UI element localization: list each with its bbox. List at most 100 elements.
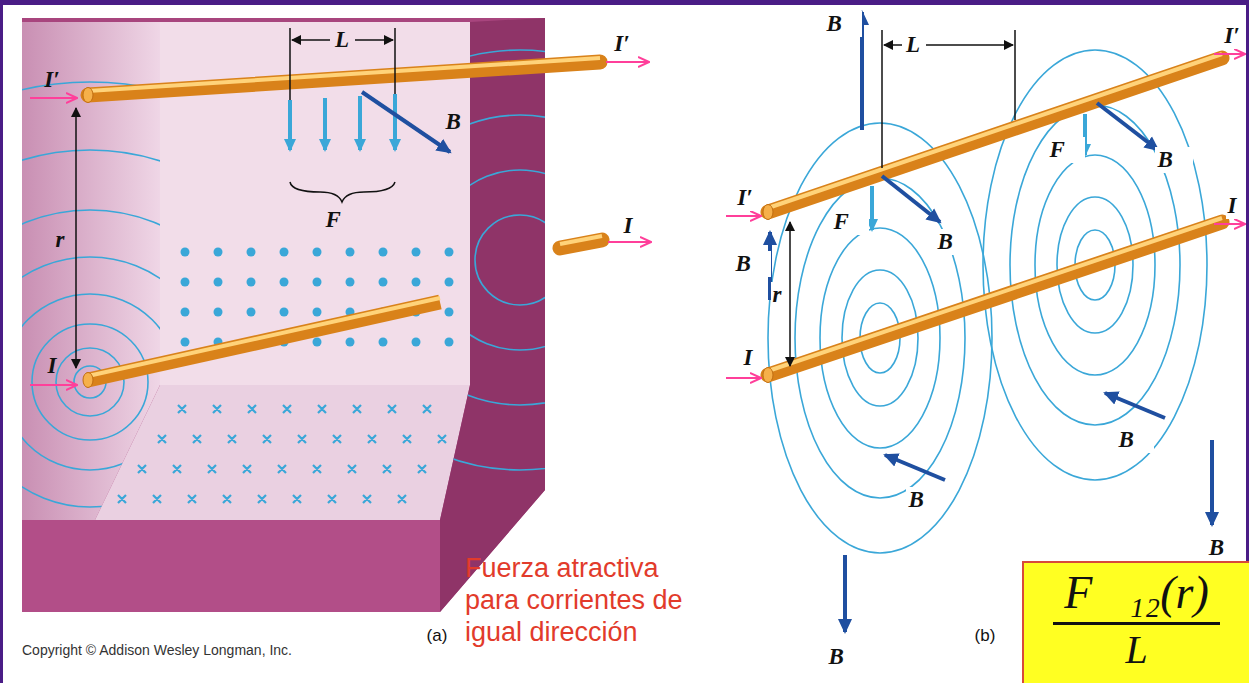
copyright-note: Copyright © Addison Wesley Longman, Inc. <box>20 643 294 658</box>
field-dots <box>214 248 223 257</box>
field-crosses <box>118 405 446 503</box>
force-arrow <box>288 100 292 150</box>
field-circles <box>0 150 322 614</box>
wire <box>83 373 93 388</box>
field-crosses <box>118 495 406 503</box>
field-vector <box>1210 440 1214 525</box>
current-arrow <box>606 61 648 63</box>
current-arrow <box>1214 223 1244 225</box>
current-label: I′ <box>42 67 61 92</box>
dimension-line <box>75 320 77 368</box>
dimension-line <box>926 44 1013 46</box>
current-arrow <box>608 241 650 243</box>
force-arrow <box>358 96 362 150</box>
current-label: I <box>742 345 755 370</box>
field-dots <box>445 308 454 317</box>
field-vector-label: B⃗ <box>906 487 943 512</box>
cutaway-box <box>22 18 545 612</box>
field-dots <box>280 248 289 257</box>
dimension-line <box>75 160 77 320</box>
field-dots <box>181 308 190 317</box>
dimension-line <box>292 39 330 41</box>
field-dots <box>412 278 421 287</box>
field-dots <box>313 338 322 347</box>
field-vector-label: B⃗ <box>443 109 480 134</box>
wire <box>83 58 602 388</box>
current-label: I′ <box>612 31 631 56</box>
current-label: I <box>622 213 635 238</box>
dimension-line <box>789 250 791 340</box>
formula-denominator: L <box>1125 627 1147 673</box>
distance-label: r <box>54 227 67 252</box>
field-vector-label: B⃗ <box>1155 147 1192 172</box>
wire <box>768 218 1222 371</box>
panel-label: (b) <box>973 627 998 646</box>
field-arcs <box>310 50 730 470</box>
field-circles <box>56 348 124 416</box>
field-dots <box>346 278 355 287</box>
field-vector-label: B⃗ <box>1116 427 1153 452</box>
wire <box>763 368 773 383</box>
field-dots <box>346 248 355 257</box>
length-label: L <box>904 32 922 57</box>
dimension-line <box>884 44 902 46</box>
current-label: I <box>46 353 59 378</box>
field-arcs <box>375 115 665 405</box>
dimension-line <box>881 30 883 168</box>
distance-label: r <box>771 282 784 307</box>
field-dots <box>379 248 388 257</box>
field-dots <box>445 278 454 287</box>
current-arrow <box>1214 53 1244 55</box>
force-vector-label: F⃗ <box>323 207 360 232</box>
field-dots <box>412 338 421 347</box>
field-arcs <box>430 170 610 350</box>
wire <box>88 58 600 91</box>
dimension-line <box>790 30 1015 366</box>
field-vector <box>885 455 945 480</box>
current-arrow <box>30 97 76 99</box>
wire <box>560 236 602 244</box>
force-vector-label: F⃗ <box>831 209 868 234</box>
field-dots <box>181 278 190 287</box>
field-arcs <box>475 215 565 305</box>
field-dots <box>379 278 388 287</box>
field-dots <box>313 308 322 317</box>
field-dots <box>181 338 190 347</box>
field-vector-label: B⃗ <box>733 251 770 276</box>
field-dots <box>313 278 322 287</box>
field-dots <box>247 278 256 287</box>
current-label: I <box>1226 193 1239 218</box>
force-arrow <box>393 94 397 150</box>
field-vector <box>843 555 847 632</box>
field-vector <box>770 12 1212 632</box>
field-dots <box>280 278 289 287</box>
dimension-line <box>75 108 77 160</box>
force-vector-label: F⃗ <box>1047 137 1084 162</box>
field-dots <box>181 248 190 257</box>
field-vector <box>362 92 450 152</box>
dimension-line <box>789 222 791 250</box>
wire <box>768 58 1222 212</box>
field-circles <box>0 82 390 682</box>
wire <box>88 298 440 376</box>
brace <box>290 182 395 202</box>
wire <box>763 205 773 220</box>
field-dots <box>247 308 256 317</box>
current-arrow <box>30 384 76 386</box>
field-circles <box>0 82 390 682</box>
current-arrow <box>726 215 760 217</box>
caption-note: Fuerza atractiva para corrientes de igua… <box>463 552 717 648</box>
field-arcs <box>310 50 730 470</box>
field-dots <box>214 308 223 317</box>
wire <box>88 62 600 95</box>
field-vector <box>1097 103 1158 150</box>
current-arrow <box>726 54 1244 378</box>
field-dots <box>379 338 388 347</box>
field-vector-label: B⃗ <box>935 229 972 254</box>
fraction-bar <box>1053 622 1220 625</box>
field-dots <box>247 248 256 257</box>
field-dots <box>313 248 322 257</box>
cutaway-box <box>440 18 545 612</box>
wire <box>763 54 1222 383</box>
field-crosses <box>158 435 446 443</box>
